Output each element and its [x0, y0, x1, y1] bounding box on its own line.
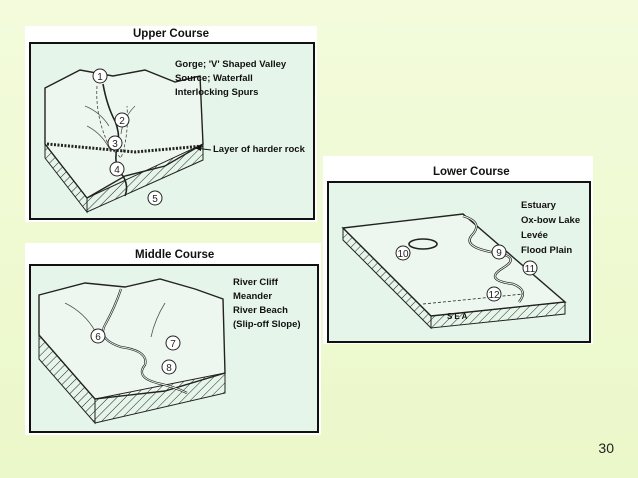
- svg-text:4: 4: [114, 165, 120, 176]
- harder-rock-layer: [46, 142, 204, 154]
- marker-4: 4: [109, 161, 125, 177]
- marker-1: 1: [92, 68, 108, 84]
- label-source-waterfall: Source; Waterfall: [175, 73, 253, 84]
- svg-text:10: 10: [397, 249, 409, 260]
- marker-11: 11: [522, 260, 538, 276]
- lower-course-labels: Estuary Ox-bow Lake Levée Flood Plain: [521, 198, 580, 258]
- svg-text:6: 6: [95, 332, 101, 343]
- marker-12: 12: [486, 286, 502, 302]
- middle-course-title: Middle Course: [135, 249, 215, 261]
- label-gorge: Gorge; 'V' Shaped Valley: [175, 59, 287, 70]
- label-estuary: Estuary: [521, 200, 556, 211]
- svg-text:8: 8: [166, 363, 172, 374]
- svg-text:11: 11: [525, 264, 536, 275]
- upper-course-title: Upper Course: [133, 28, 210, 40]
- middle-block-front-face: [94, 372, 226, 424]
- marker-9: 9: [491, 244, 507, 260]
- marker-10: 10: [395, 245, 411, 261]
- svg-text:3: 3: [112, 139, 118, 150]
- label-interlocking-spurs: Interlocking Spurs: [175, 87, 259, 98]
- upper-course-labels: Gorge; 'V' Shaped Valley Source; Waterfa…: [175, 58, 286, 100]
- ox-bow-lake: [408, 238, 438, 250]
- label-flood-plain: Flood Plain: [521, 245, 573, 256]
- lower-block-front-face: [430, 301, 566, 329]
- middle-course-panel: Middle Course 6 7 8 River Cliff Meander …: [25, 243, 321, 435]
- svg-text:9: 9: [496, 248, 502, 259]
- upper-course-drawing: 1 2 3 4 5: [44, 68, 212, 214]
- svg-text:1: 1: [97, 72, 103, 83]
- marker-5: 5: [147, 190, 163, 206]
- marker-8: 8: [161, 359, 177, 375]
- marker-7: 7: [165, 335, 181, 351]
- marker-6: 6: [90, 328, 106, 344]
- page-number: 30: [598, 440, 614, 456]
- lower-course-panel: Lower Course 10 9 11 12 Estuary Ox-bow L…: [323, 156, 593, 344]
- svg-text:5: 5: [152, 194, 158, 205]
- label-sea: SEA: [447, 312, 470, 321]
- upper-valley-shading: [96, 85, 128, 159]
- upper-block-front-face: [86, 143, 204, 213]
- label-harder-rock: Layer of harder rock: [213, 144, 305, 155]
- label-levee: Levée: [521, 230, 548, 241]
- label-slip-off-slope: (Slip-off Slope): [233, 319, 301, 330]
- svg-text:12: 12: [488, 290, 500, 301]
- lower-course-title: Lower Course: [433, 166, 510, 178]
- label-river-cliff: River Cliff: [233, 277, 278, 288]
- svg-text:7: 7: [170, 339, 176, 350]
- marker-2: 2: [114, 112, 130, 128]
- upper-course-panel: Upper Course 1 2 3 4 5 Gorge; 'V' Shaped…: [25, 26, 317, 222]
- label-river-beach: River Beach: [233, 305, 288, 316]
- label-ox-bow-lake: Ox-bow Lake: [521, 215, 581, 226]
- marker-3: 3: [107, 135, 123, 151]
- svg-text:2: 2: [119, 116, 125, 127]
- lower-course-drawing: 10 9 11 12: [341, 213, 567, 330]
- sea-area: [422, 293, 524, 305]
- middle-course-drawing: 6 7 8: [38, 278, 226, 425]
- label-meander: Meander: [233, 291, 273, 302]
- middle-course-labels: River Cliff Meander River Beach (Slip-of…: [233, 276, 301, 332]
